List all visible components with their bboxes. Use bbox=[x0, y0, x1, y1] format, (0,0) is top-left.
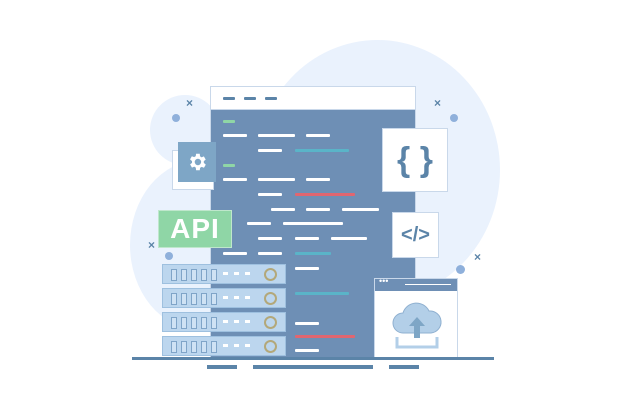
code-line bbox=[223, 134, 247, 137]
upload-window: ••• bbox=[374, 276, 458, 360]
code-line bbox=[223, 178, 247, 181]
cross-decoration: × bbox=[148, 238, 156, 252]
upload-window-titlebar: ••• bbox=[375, 276, 457, 291]
code-line bbox=[223, 164, 235, 167]
server-unit bbox=[162, 312, 286, 332]
ground-line bbox=[132, 357, 494, 360]
code-line bbox=[306, 178, 330, 181]
code-line bbox=[295, 237, 319, 240]
title-dash bbox=[223, 97, 235, 100]
title-dash bbox=[265, 97, 277, 100]
server-unit bbox=[162, 288, 286, 308]
cross-decoration: × bbox=[434, 96, 442, 110]
dot-decoration bbox=[456, 265, 465, 274]
power-indicator bbox=[264, 268, 277, 281]
code-line bbox=[258, 252, 282, 255]
window-dots: ••• bbox=[379, 276, 389, 286]
code-line bbox=[295, 322, 319, 325]
cross-decoration: × bbox=[186, 96, 194, 110]
ground-dash bbox=[253, 365, 373, 369]
code-line bbox=[271, 208, 295, 211]
code-line bbox=[223, 120, 235, 123]
code-tag-icon: </> bbox=[401, 223, 430, 246]
cross-decoration: × bbox=[474, 250, 482, 264]
code-window-titlebar bbox=[211, 87, 415, 110]
dot-decoration bbox=[450, 114, 458, 122]
ground-dash bbox=[389, 365, 419, 369]
code-line bbox=[295, 252, 331, 255]
code-line bbox=[295, 335, 355, 338]
power-indicator bbox=[264, 316, 277, 329]
code-line bbox=[258, 134, 295, 137]
dot-decoration bbox=[165, 252, 173, 260]
code-line bbox=[342, 208, 379, 211]
code-line bbox=[295, 292, 349, 295]
code-line bbox=[258, 149, 282, 152]
gear-icon bbox=[190, 153, 206, 171]
title-dash bbox=[244, 97, 256, 100]
code-line bbox=[295, 349, 319, 352]
code-line bbox=[258, 178, 295, 181]
curly-braces-icon: { } bbox=[397, 140, 433, 179]
ground-dash bbox=[207, 365, 237, 369]
power-indicator bbox=[264, 340, 277, 353]
code-line bbox=[331, 237, 367, 240]
server-unit bbox=[162, 264, 286, 284]
code-line bbox=[283, 222, 343, 225]
curly-braces-card: { } bbox=[382, 128, 448, 192]
settings-card bbox=[178, 142, 216, 182]
code-line bbox=[306, 208, 330, 211]
code-line bbox=[223, 252, 247, 255]
power-indicator bbox=[264, 292, 277, 305]
server-unit bbox=[162, 336, 286, 356]
code-line bbox=[258, 237, 282, 240]
code-tag-card: </> bbox=[392, 212, 439, 258]
code-line bbox=[295, 149, 349, 152]
code-line bbox=[295, 267, 319, 270]
code-line bbox=[258, 193, 282, 196]
dot-decoration bbox=[172, 114, 180, 122]
code-line bbox=[295, 193, 355, 196]
cloud-upload-icon bbox=[392, 302, 442, 349]
api-badge: API bbox=[158, 210, 232, 248]
code-line bbox=[247, 222, 271, 225]
code-line bbox=[306, 134, 330, 137]
